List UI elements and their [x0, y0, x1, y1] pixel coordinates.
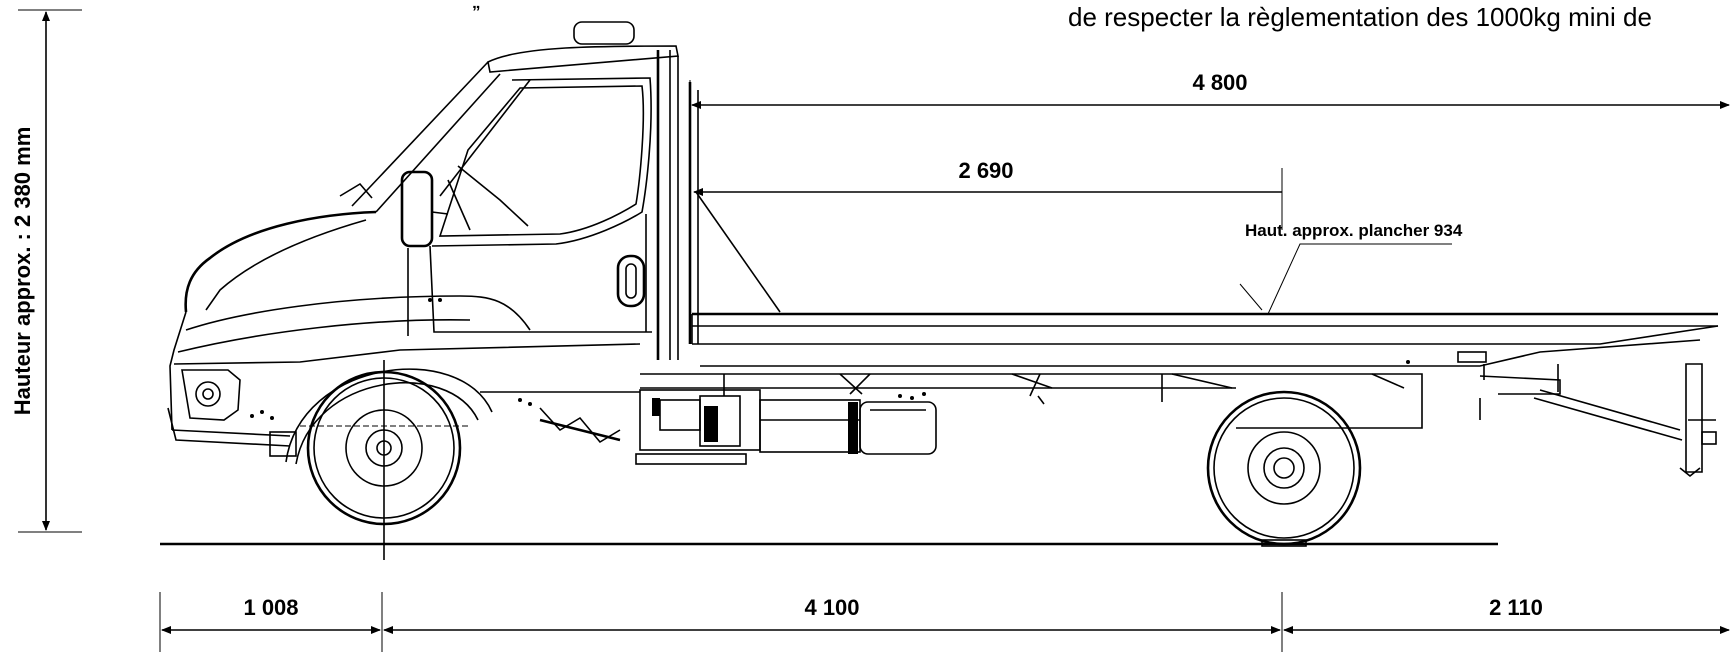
- roof-beacon: [573, 21, 635, 45]
- flatbed-underframe: [700, 339, 1701, 367]
- front-wheel: [285, 360, 493, 560]
- step: [635, 453, 747, 465]
- flatbed-bottom: [692, 325, 1719, 345]
- tow-eye: [269, 431, 297, 457]
- rear-wheel: [1206, 390, 1362, 547]
- hitch: [1479, 375, 1561, 395]
- wheel-arch-inner: [295, 382, 479, 465]
- platform-length-label: 4 800: [1192, 70, 1247, 95]
- front-face: [169, 311, 187, 431]
- rear-overhang-label: 2 110: [1489, 595, 1543, 620]
- floor-leader-tick: [1239, 283, 1263, 311]
- stray-mark: „: [472, 0, 481, 12]
- undercarriage: [539, 389, 937, 465]
- a-pillar-back: [439, 79, 531, 197]
- bottom-dimensions: 1 008 4 100 2 110: [159, 592, 1730, 652]
- floor-leader-line: [1267, 243, 1452, 315]
- headboard-strut: [695, 191, 781, 313]
- hood: [184, 210, 377, 313]
- door-frame: [431, 77, 652, 247]
- truck: [167, 21, 1719, 560]
- floor-height-callout: Haut. approx. plancher 934: [1239, 221, 1463, 315]
- door-bottom: [429, 245, 652, 333]
- floor-height-label: Haut. approx. plancher 934: [1245, 221, 1463, 240]
- front-overhang-label: 1 008: [243, 595, 298, 620]
- body-sill: [173, 343, 641, 365]
- chassis-rail-top: [640, 373, 1423, 429]
- door-handle-recess: [616, 254, 646, 308]
- height-label: Hauteur approx. : 2 380 mm: [10, 127, 35, 416]
- height-dimension: Hauteur approx. : 2 380 mm: [10, 9, 82, 533]
- underride-post: [1685, 363, 1703, 473]
- a-pillar-outer: [351, 61, 489, 207]
- fender-line: [185, 295, 531, 331]
- steering-wheel: [457, 165, 529, 227]
- flatbed: [688, 82, 1719, 367]
- platform-length-dimension: 4 800: [689, 70, 1730, 335]
- bumper-bottom: [171, 429, 291, 437]
- cab: [167, 21, 1410, 457]
- side-mirror: [400, 170, 434, 248]
- wheel-arch-outer: [285, 368, 493, 463]
- front-bumper: [167, 407, 291, 447]
- underride-arm: [1539, 389, 1681, 431]
- chassis: [480, 373, 1423, 429]
- wheelbase-label: 4 100: [804, 595, 859, 620]
- headlight: [181, 369, 241, 421]
- regulation-note: de respecter la règlementation des 1000k…: [1068, 2, 1652, 32]
- cab-to-axle-dimension: 2 690: [693, 158, 1283, 230]
- rear-underride: [1479, 363, 1717, 478]
- cab-to-axle-label: 2 690: [958, 158, 1013, 183]
- hood-line: [205, 219, 367, 311]
- flatbed-bracket: [1457, 351, 1487, 363]
- roof: [487, 45, 679, 73]
- door-window: [438, 85, 645, 237]
- a-pillar-inner: [375, 73, 501, 213]
